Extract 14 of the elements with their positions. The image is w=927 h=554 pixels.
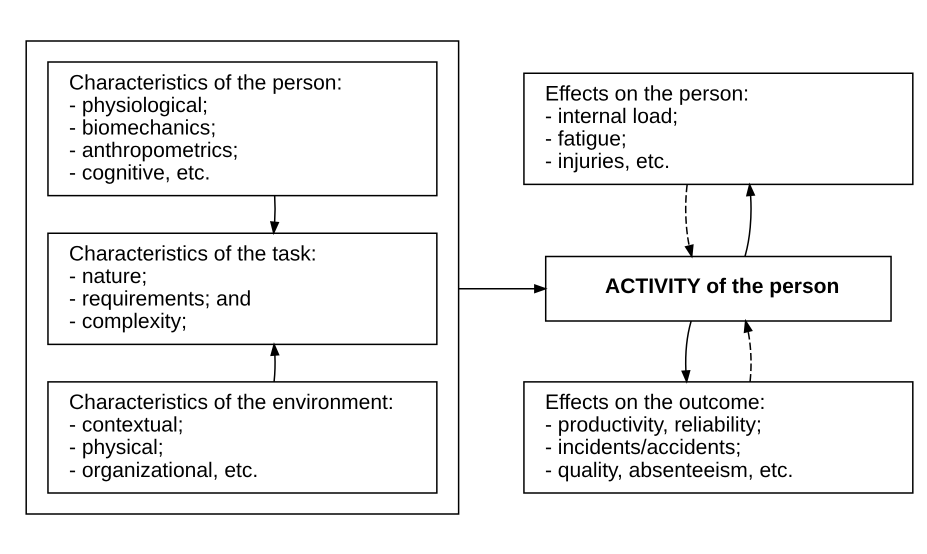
node-box: Effects on the person: - internal load; - fatigue; - injuries, etc.	[523, 72, 914, 185]
arrow	[681, 320, 692, 384]
node-box: ACTIVITY of the person	[544, 255, 892, 322]
arrow	[458, 284, 548, 293]
node-box: Characteristics of the task: - nature; - requirements; and - complexity;	[47, 232, 438, 345]
node-box: Characteristics of the person: - physiological; - biomechanics; - anthropometrics; - cognitive, etc.	[47, 60, 438, 196]
arrow	[744, 318, 753, 382]
arrow	[684, 184, 694, 258]
node-box: Characteristics of the environment: - contextual; - physical; - organizational, etc.	[47, 380, 438, 494]
arrow	[270, 195, 280, 235]
cluster	[25, 40, 460, 514]
arrow	[744, 182, 756, 256]
node-box: Effects on the outcome: - productivity, reliability; - incidents/accidents; - quality, absenteeism, etc.	[523, 380, 914, 494]
arrow	[270, 342, 280, 382]
